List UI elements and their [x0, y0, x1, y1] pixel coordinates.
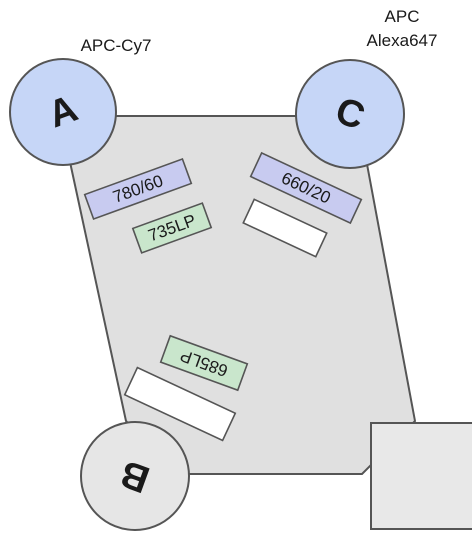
longpass-filter-a-box[interactable] — [131, 202, 213, 254]
longpass-filter-b-box[interactable] — [159, 334, 249, 392]
channel-a-fluor-label: APC-Cy7 — [48, 34, 184, 58]
channel-b-node[interactable]: B — [80, 421, 190, 531]
channel-b-circle[interactable] — [80, 421, 190, 531]
channel-a-node[interactable]: A — [9, 58, 117, 166]
exit-port — [370, 422, 472, 530]
bandpass-filter-c-box[interactable] — [249, 151, 363, 225]
channel-c-fluor-label: APC Alexa647 — [342, 5, 462, 53]
empty-filter-c[interactable] — [242, 198, 328, 258]
empty-filter-b-box[interactable] — [123, 366, 237, 442]
channel-c-fluor-line-2: Alexa647 — [366, 31, 438, 50]
channel-a-circle[interactable] — [9, 58, 117, 166]
empty-filter-b[interactable] — [123, 366, 237, 442]
detector-body — [68, 115, 417, 475]
channel-c-fluor-line-1: APC — [384, 7, 420, 26]
channel-c-node[interactable]: C — [295, 59, 405, 169]
bandpass-filter-a-box[interactable] — [83, 157, 193, 221]
channel-a-fluor-line-1: APC-Cy7 — [80, 36, 152, 55]
channel-c-circle[interactable] — [295, 59, 405, 169]
empty-filter-c-box[interactable] — [242, 198, 328, 258]
